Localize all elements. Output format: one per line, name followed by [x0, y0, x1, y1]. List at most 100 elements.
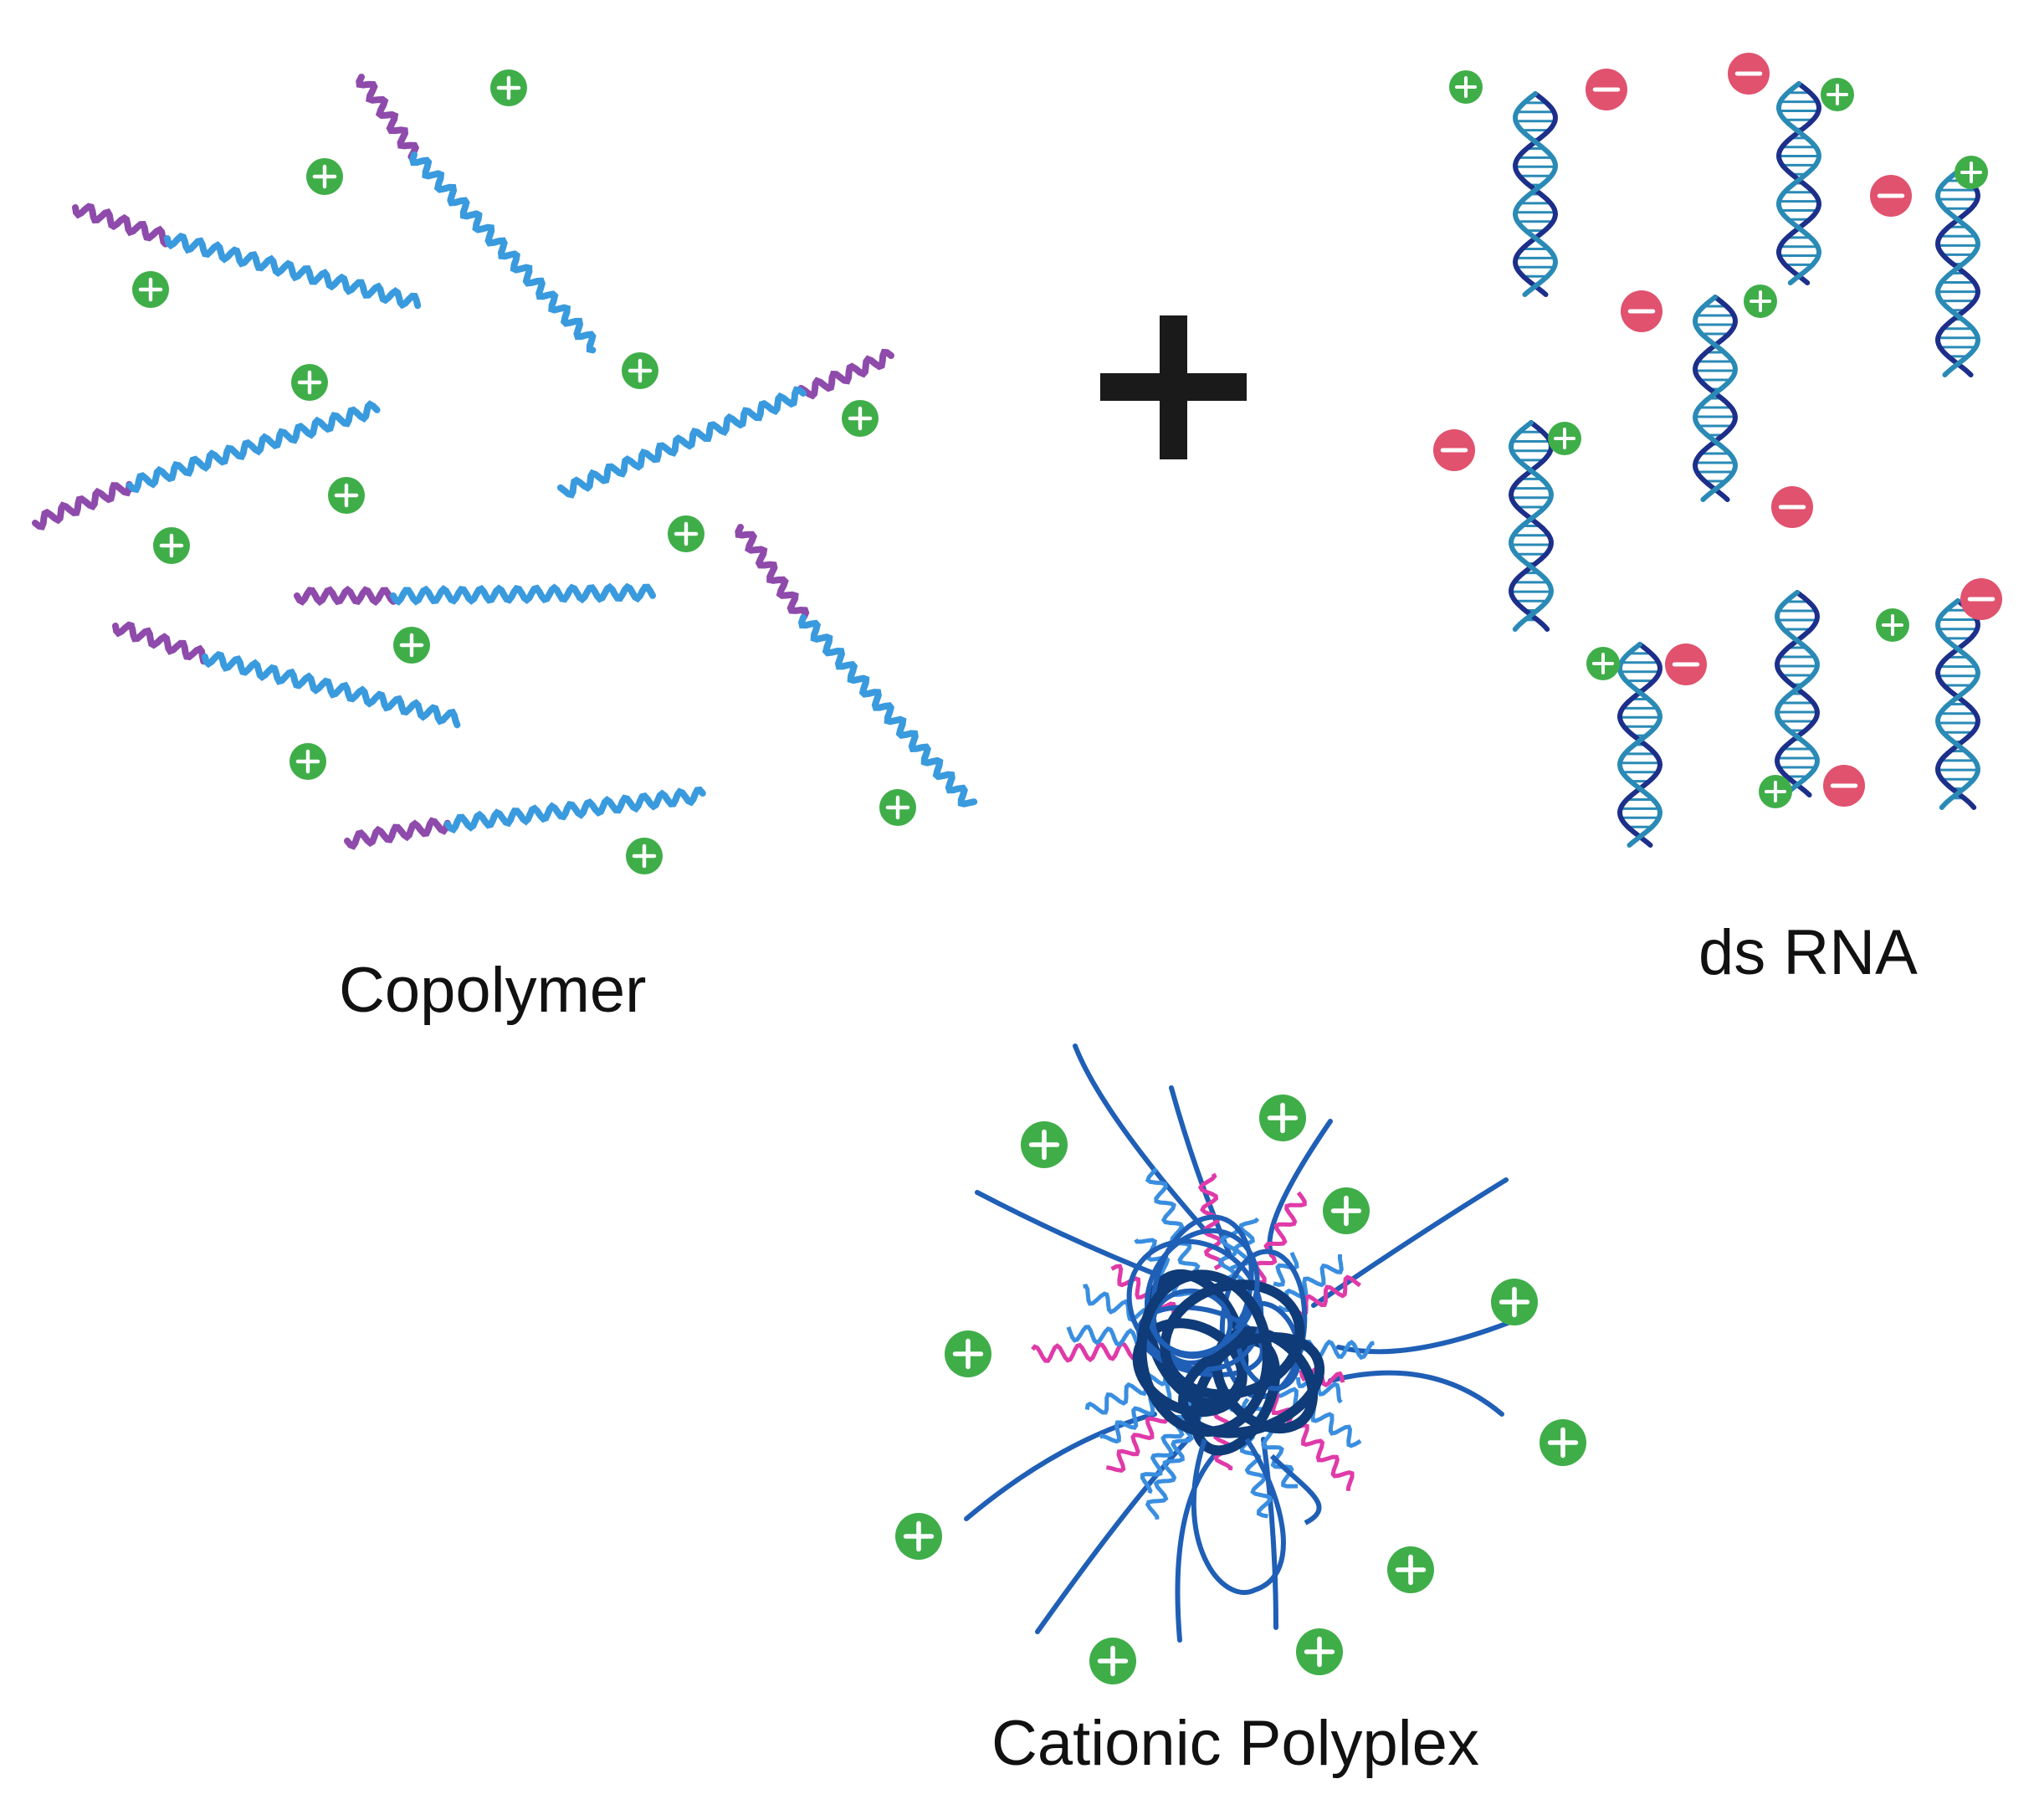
polymer-block-blue	[409, 151, 597, 354]
polymer-block-purple	[72, 203, 169, 248]
polymer-block-blue	[202, 650, 461, 729]
ds-rna-helix	[1775, 81, 1822, 285]
polyplex-chain	[964, 1412, 1157, 1521]
ds-rna-helix	[1934, 598, 1981, 810]
plus-circle-icon	[1954, 156, 1988, 189]
ds-rna-helix	[1775, 590, 1820, 797]
plus-circle-icon	[1821, 78, 1854, 111]
polymer-block-blue	[556, 386, 807, 499]
copolymer-chain	[735, 524, 978, 807]
polymer-block-blue	[164, 232, 422, 310]
ds-rna-helix	[1512, 91, 1559, 297]
copolymer-chains	[32, 74, 978, 850]
plus-circle-icon	[132, 271, 169, 308]
plus-circle-icon	[622, 352, 658, 389]
polymer-block-blue	[444, 786, 706, 834]
plus-circle-icon	[895, 1513, 942, 1560]
polyplex-chain	[1269, 1453, 1322, 1525]
polyplex-core-loop	[1178, 1331, 1325, 1438]
ds-rna-helix	[1693, 295, 1738, 502]
plus-circle-icon	[1089, 1638, 1136, 1684]
rna-strand	[1934, 598, 1981, 810]
rna-strand	[1508, 420, 1555, 632]
plus-circle-icon	[1759, 775, 1792, 808]
polymer-block-purple	[797, 348, 894, 400]
rna-strand	[1775, 81, 1822, 285]
copolymer-chain	[556, 348, 894, 499]
polymer-block-purple	[344, 817, 451, 850]
polyplex-chain	[1261, 1437, 1278, 1630]
plus-circle-icon	[1586, 647, 1620, 680]
polyplex-arm	[1295, 1374, 1343, 1404]
polyplex-arm	[1031, 1340, 1152, 1363]
rna-strand	[1693, 295, 1738, 502]
rna-strand	[1693, 295, 1738, 502]
plus-circle-icon	[1548, 422, 1581, 455]
polymer-block-blue	[126, 400, 381, 494]
polyplex-arm	[1274, 1386, 1362, 1448]
plus-circle-icon	[668, 515, 704, 552]
ds-rna-helices	[1508, 81, 1981, 848]
minus-circle-icon	[1621, 290, 1662, 332]
minus-circle-icon	[1586, 69, 1627, 110]
polymer-block-purple	[735, 524, 810, 621]
plus-circle-icon	[393, 627, 430, 664]
polyplex-arm	[1084, 1362, 1176, 1415]
polyplex-chain	[1169, 1085, 1232, 1258]
rna-strand	[1508, 420, 1555, 632]
copolymer-chain	[356, 74, 597, 354]
polyplex-chain	[1175, 1445, 1224, 1643]
ds-rna-helix	[1508, 420, 1555, 632]
minus-circle-icon	[1771, 486, 1813, 528]
polyplex-chain	[1311, 1177, 1509, 1308]
polyplex-chain	[1336, 1320, 1513, 1355]
rna-strand	[1934, 169, 1981, 377]
copolymer-label: Copolymer	[339, 955, 647, 1026]
plus-circle-icon	[1876, 608, 1909, 642]
polyplex-chain	[1328, 1370, 1504, 1417]
minus-circle-icon	[1870, 175, 1912, 217]
plus-sign-icon	[1100, 315, 1247, 459]
polyplex-chain	[1191, 1438, 1286, 1595]
rna-strand	[1616, 642, 1663, 848]
minus-circle-icon	[1665, 643, 1707, 685]
rna-strand	[1775, 590, 1820, 797]
polyplex-arm	[1145, 1166, 1201, 1275]
ds-rna-helix	[1616, 642, 1663, 848]
polymer-block-purple	[356, 74, 420, 161]
plus-circle-icon	[879, 789, 916, 826]
polyplex-core-loop	[1144, 1228, 1260, 1357]
plus-circle-icon	[291, 364, 328, 401]
plus-circle-icon	[1491, 1279, 1538, 1325]
plus-circle-icon	[306, 158, 343, 195]
plus-circle-icon	[1744, 285, 1777, 318]
polymer-block-purple	[112, 621, 207, 665]
polymer-block-blue	[390, 582, 656, 606]
plus-circle-icon	[945, 1330, 991, 1377]
plus-circle-icon	[1323, 1187, 1370, 1234]
copolymer-chain	[72, 203, 422, 310]
rna-strand	[1512, 91, 1559, 297]
copolymer-chain	[294, 582, 656, 607]
polymer-block-purple	[294, 585, 397, 607]
ds-rna-label: ds RNA	[1698, 917, 1918, 988]
ds-rna-helix	[1934, 169, 1981, 377]
cationic-polyplex-label: Cationic Polyplex	[991, 1708, 1479, 1779]
minus-circle-icon	[1960, 578, 2002, 620]
plus-circle-icon	[1539, 1419, 1586, 1466]
rna-strand	[1775, 81, 1822, 285]
polymer-block-blue	[797, 614, 978, 807]
rna-strand	[1512, 91, 1559, 297]
plus-circle-icon	[1387, 1546, 1434, 1593]
copolymer-chain	[112, 621, 461, 729]
rna-strand	[1775, 590, 1820, 797]
polyplex-arm	[1256, 1387, 1355, 1491]
polyplex-chain	[1035, 1437, 1191, 1634]
plus-circle-icon	[1259, 1095, 1306, 1141]
polyplex-core-loop	[1160, 1279, 1305, 1400]
plus-circle-icon	[1296, 1628, 1343, 1675]
polyplex-core-loop	[1136, 1269, 1273, 1437]
rna-strand	[1934, 169, 1981, 377]
plus-circle-icon	[490, 69, 527, 106]
